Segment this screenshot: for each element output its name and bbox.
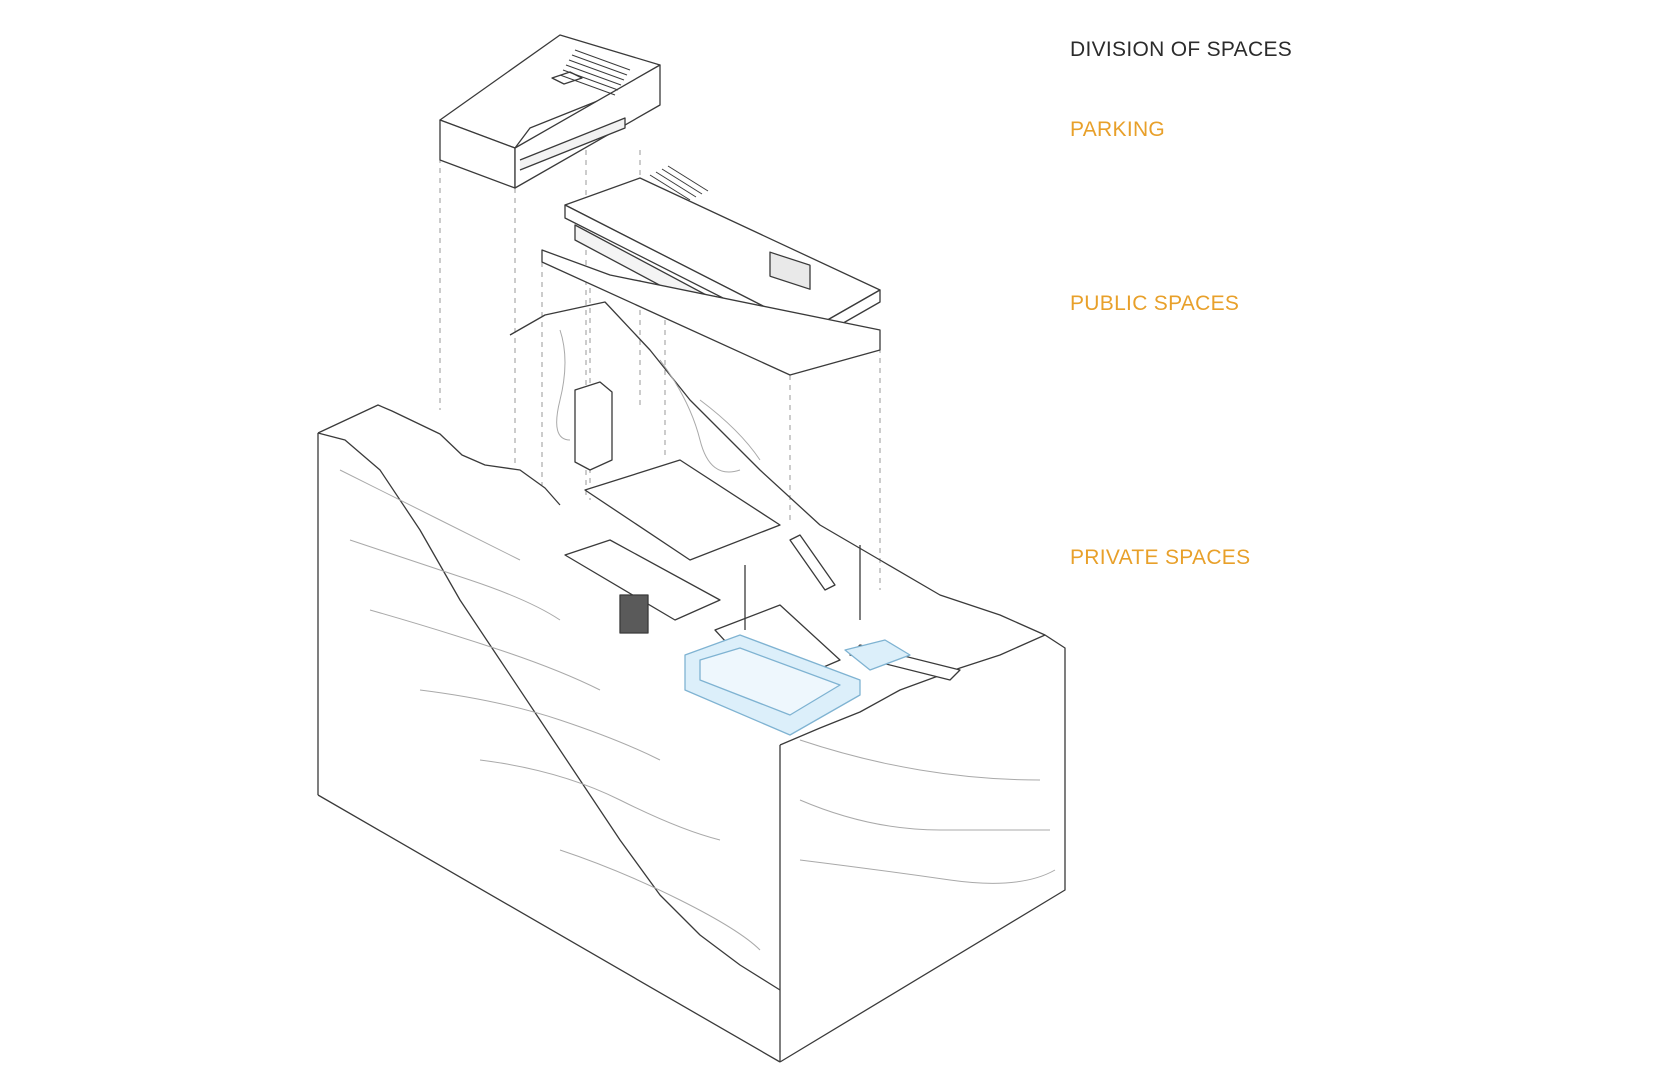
terrain-front-bottom-edge — [317, 794, 781, 1063]
parking-ribbon-window — [519, 117, 626, 171]
parking-roof-louvers — [559, 49, 631, 96]
legend-label-parking: PARKING — [1070, 118, 1166, 141]
terrain-slope-ridge — [317, 432, 781, 991]
public-skylight — [769, 251, 811, 290]
pools — [684, 634, 911, 736]
exterior-stair — [789, 534, 836, 591]
terrain-top-profile — [317, 404, 561, 506]
legend-title: DIVISION OF SPACES — [1070, 38, 1293, 61]
public-roof-louvers — [649, 165, 709, 201]
side-pool — [844, 639, 911, 671]
legend-label-private-spaces: PRIVATE SPACES — [1070, 546, 1251, 569]
terrain-contours — [339, 329, 1056, 951]
terrain-back-ridge — [509, 301, 1046, 636]
parking-level — [439, 34, 661, 189]
terrain-right-edge — [779, 634, 1066, 1063]
public-floor-slab — [541, 249, 881, 376]
dark-louver-screen — [619, 594, 649, 634]
main-pool-inner — [699, 647, 841, 716]
public-level — [541, 165, 881, 376]
upper-terrace — [584, 459, 781, 561]
legend-label-public-spaces: PUBLIC SPACES — [1070, 292, 1240, 315]
terrain-block — [317, 301, 1066, 1063]
entry-tower — [574, 381, 613, 471]
